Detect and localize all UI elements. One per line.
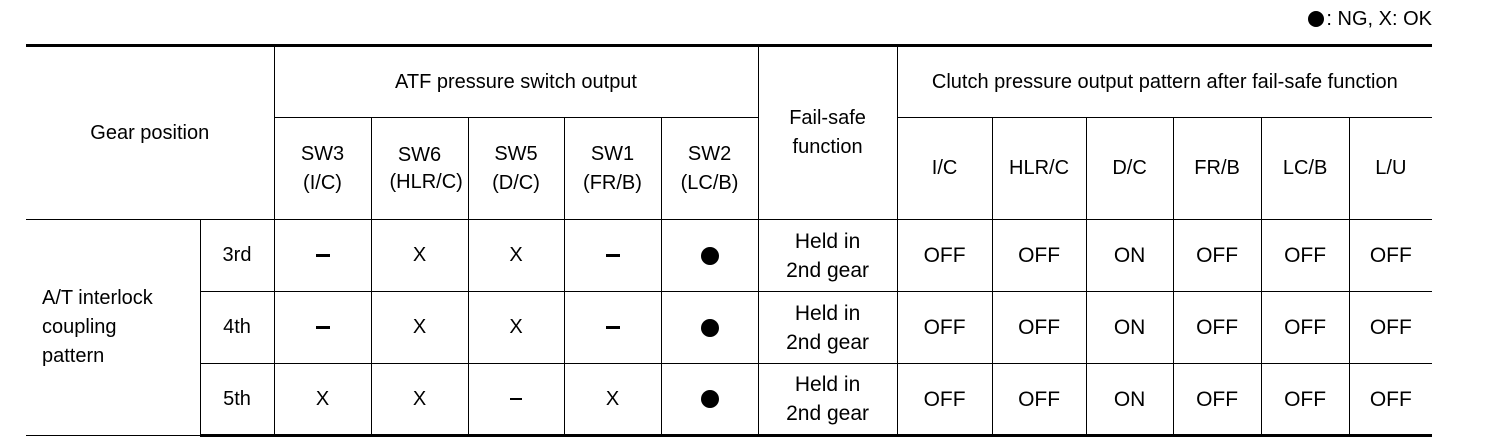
clutch-header: FR/B bbox=[1172, 117, 1262, 220]
clutch-cell: OFF bbox=[896, 291, 993, 364]
gear-cell: 5th bbox=[199, 363, 275, 437]
clutch-cell: OFF bbox=[1348, 219, 1433, 292]
gear-position-header: Gear position bbox=[26, 44, 275, 220]
clutch-header: L/U bbox=[1348, 117, 1433, 220]
clutch-cell: OFF bbox=[1348, 291, 1433, 364]
clutch-cell: ON bbox=[1085, 363, 1174, 437]
switch-header: SW6(HLR/C) bbox=[370, 117, 469, 220]
failsafe-table: Gear position ATF pressure switch output… bbox=[26, 44, 1433, 437]
dash-icon bbox=[315, 254, 330, 258]
switch-header: SW1(FR/B) bbox=[563, 117, 662, 220]
table-row: 4th X X Held in 2nd gear OFF OFF ON OFF … bbox=[26, 291, 1433, 364]
header-row-1: Gear position ATF pressure switch output… bbox=[26, 44, 1433, 220]
atf-group-header: ATF pressure switch output bbox=[273, 44, 759, 118]
clutch-header: D/C bbox=[1085, 117, 1174, 220]
switch-cell bbox=[273, 291, 372, 364]
switch-header: SW2(LC/B) bbox=[660, 117, 759, 220]
ng-dot-icon bbox=[700, 390, 719, 409]
clutch-header: I/C bbox=[896, 117, 993, 220]
clutch-cell: ON bbox=[1085, 291, 1174, 364]
failsafe-header: Fail-safe function bbox=[757, 44, 898, 220]
legend-text: : NG, X: OK bbox=[1326, 8, 1432, 30]
pattern-label: A/T interlock coupling pattern bbox=[26, 219, 201, 436]
clutch-cell: OFF bbox=[1348, 363, 1433, 437]
switch-header: SW5(D/C) bbox=[467, 117, 565, 220]
clutch-cell: OFF bbox=[896, 363, 993, 437]
clutch-group-header: Clutch pressure output pattern after fai… bbox=[896, 44, 1433, 118]
table-row: A/T interlock coupling pattern 3rd X X H… bbox=[26, 219, 1433, 436]
switch-header: SW3(I/C) bbox=[273, 117, 372, 220]
clutch-cell: OFF bbox=[991, 363, 1087, 437]
gear-cell: 4th bbox=[199, 291, 275, 364]
switch-cell bbox=[660, 363, 759, 437]
legend: : NG, X: OK bbox=[1308, 8, 1432, 31]
clutch-header: HLR/C bbox=[991, 117, 1087, 220]
clutch-cell: OFF bbox=[1260, 363, 1350, 437]
gear-cell: 3rd bbox=[199, 219, 275, 292]
switch-cell bbox=[660, 219, 759, 292]
switch-cell: X bbox=[370, 219, 469, 292]
switch-cell bbox=[467, 363, 565, 437]
clutch-header: LC/B bbox=[1260, 117, 1350, 220]
dash-icon bbox=[605, 326, 620, 330]
ng-dot-icon bbox=[700, 318, 719, 337]
switch-cell bbox=[563, 219, 662, 292]
clutch-cell: OFF bbox=[991, 219, 1087, 292]
header-row-2: SW3(I/C) SW6(HLR/C) SW5(D/C) SW1(FR/B) S… bbox=[26, 117, 1433, 220]
table-row: 5th X X X Held in 2nd gear OFF OFF ON OF… bbox=[26, 363, 1433, 437]
switch-cell: X bbox=[467, 291, 565, 364]
switch-cell: X bbox=[563, 363, 662, 437]
failsafe-cell: Held in 2nd gear bbox=[757, 363, 898, 437]
failsafe-cell: Held in 2nd gear bbox=[757, 219, 898, 292]
ng-dot-icon bbox=[1308, 11, 1325, 27]
dash-icon bbox=[315, 326, 330, 330]
switch-cell bbox=[273, 219, 372, 292]
clutch-cell: OFF bbox=[1260, 291, 1350, 364]
clutch-cell: OFF bbox=[1172, 363, 1262, 437]
clutch-cell: OFF bbox=[1172, 219, 1262, 292]
clutch-cell: OFF bbox=[1172, 291, 1262, 364]
dash-icon bbox=[510, 398, 522, 401]
switch-cell: X bbox=[370, 291, 469, 364]
switch-cell bbox=[563, 291, 662, 364]
clutch-cell: OFF bbox=[896, 219, 993, 292]
switch-cell: X bbox=[467, 219, 565, 292]
clutch-cell: OFF bbox=[1260, 219, 1350, 292]
clutch-cell: ON bbox=[1085, 219, 1174, 292]
failsafe-cell: Held in 2nd gear bbox=[757, 291, 898, 364]
ng-dot-icon bbox=[700, 246, 719, 265]
dash-icon bbox=[605, 254, 620, 258]
switch-cell: X bbox=[370, 363, 469, 437]
switch-cell: X bbox=[273, 363, 372, 437]
switch-cell bbox=[660, 291, 759, 364]
clutch-cell: OFF bbox=[991, 291, 1087, 364]
